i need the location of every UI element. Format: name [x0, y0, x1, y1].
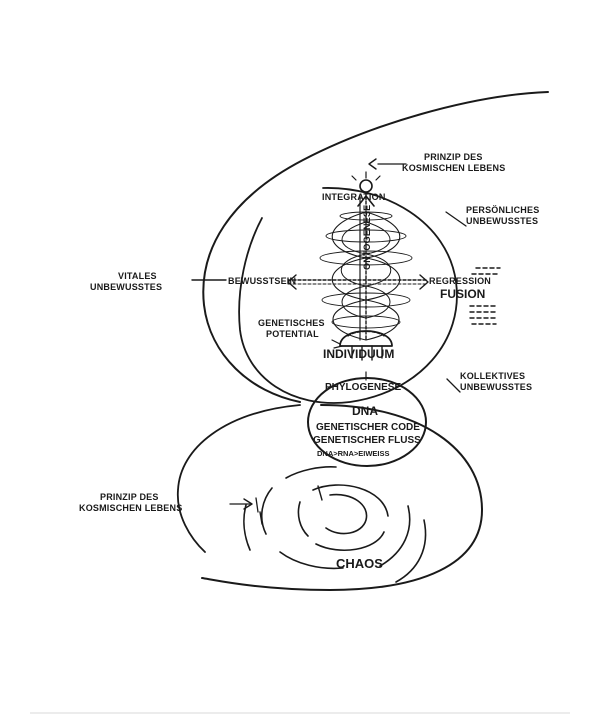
- genetischer-fluss-label: GENETISCHER FLUSS: [313, 435, 421, 446]
- right-arrow-icon: [419, 274, 429, 290]
- integration-label: INTEGRATION: [322, 192, 386, 202]
- inner-ellipse: [238, 187, 458, 404]
- vitales-line2: UNBEWUSSTES: [90, 282, 162, 292]
- prinzip-bottom-line2: KOSMISCHEN LEBENS: [79, 503, 182, 513]
- individuum-symbol: [331, 330, 393, 381]
- vitales-line1: VITALES: [118, 271, 157, 281]
- kollektives-line2: UNBEWUSSTES: [460, 382, 532, 392]
- dna-label: DNA: [352, 404, 378, 418]
- individuum-label: INDIVIDUUM: [323, 347, 394, 361]
- kollektives-line1: KOLLEKTIVES: [460, 371, 525, 381]
- ontogenese-label: ONTOGENESE: [362, 205, 372, 270]
- ontogenese-helix: [319, 195, 413, 341]
- prinzip-top-line2: KOSMISCHEN LEBENS: [402, 163, 505, 173]
- fusion-hatching: [469, 267, 501, 325]
- left-arrow-icon: [287, 274, 297, 290]
- dna-circle: [307, 377, 427, 467]
- integration-circle-icon: [359, 179, 373, 193]
- up-arrow-icon: [357, 195, 375, 207]
- prinzip-bottom-line1: PRINZIP DES: [100, 492, 159, 502]
- lower-spiral-arc: [201, 404, 483, 591]
- rays-icon: [351, 171, 381, 181]
- lower-left-arc: [177, 404, 301, 553]
- chaos-label: CHAOS: [336, 556, 383, 571]
- genetischer-code-label: GENETISCHER CODE: [316, 422, 420, 433]
- regression-label: REGRESSION: [429, 276, 491, 286]
- phylogenese-label: PHYLOGENESE: [325, 382, 401, 393]
- chaos-swirls: [243, 466, 427, 583]
- prinzip-top-line1: PRINZIP DES: [424, 152, 483, 162]
- persoenliches-line2: UNBEWUSSTES: [466, 216, 538, 226]
- fusion-label: FUSION: [440, 287, 485, 301]
- dna-rna-label: DNA>RNA>EIWEISS: [317, 449, 390, 458]
- leader-lines: [229, 158, 467, 513]
- outer-spiral-arc: [202, 91, 549, 403]
- genetisches-potential-line2: POTENTIAL: [266, 329, 319, 339]
- persoenliches-line1: PERSÖNLICHES: [466, 205, 539, 215]
- genetisches-potential-line1: GENETISCHES: [258, 318, 325, 328]
- bewusstsein-label: BEWUSSTSEIN: [228, 276, 296, 286]
